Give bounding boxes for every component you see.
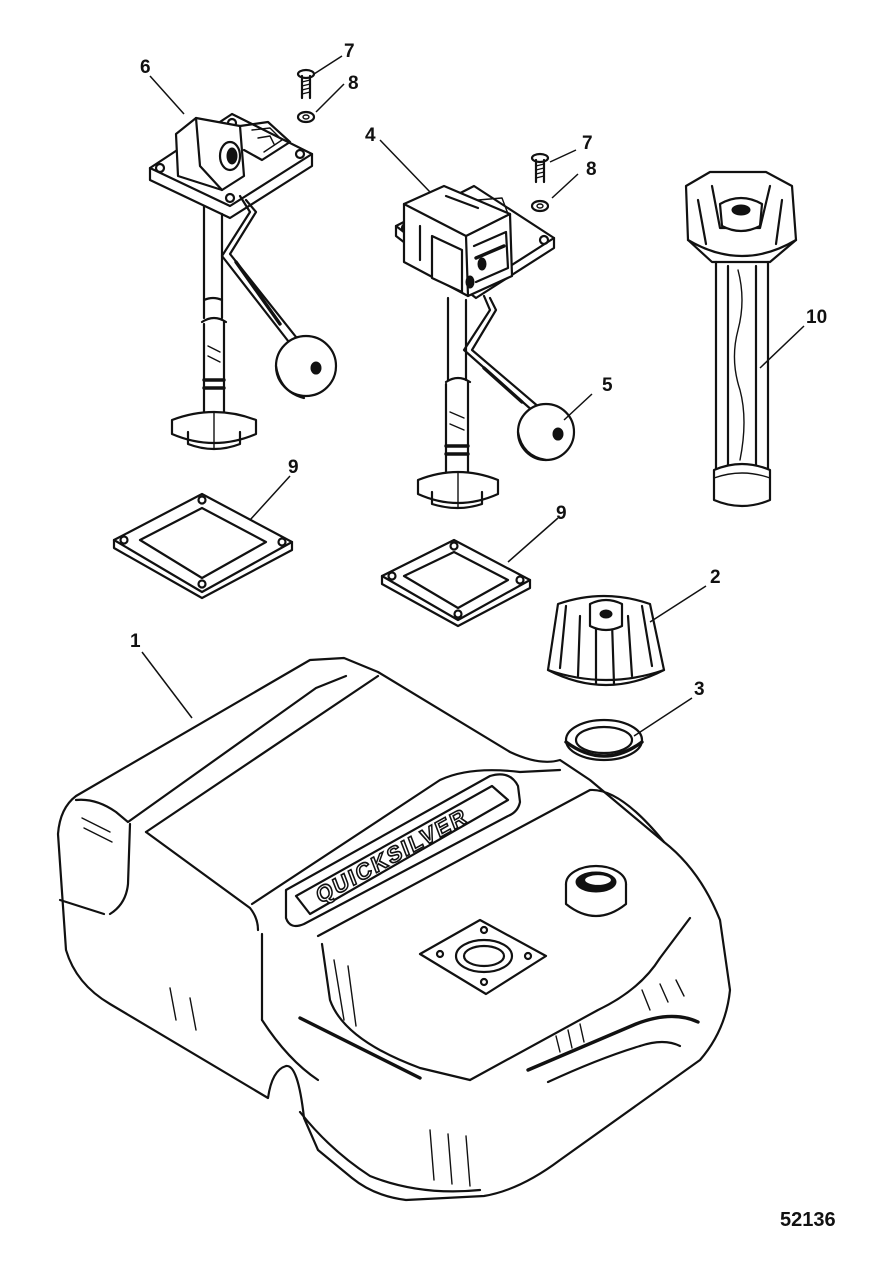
washer-8-left — [296, 110, 316, 124]
pickup-tube-10 — [684, 170, 798, 508]
gasket-9-left — [112, 492, 294, 600]
seal-ring-3 — [564, 718, 644, 762]
screw-7-center — [530, 152, 550, 184]
callout-10: 10 — [806, 307, 828, 328]
callout-4: 4 — [365, 125, 376, 146]
washer-8-center — [530, 199, 550, 213]
gasket-9-right — [380, 538, 532, 628]
callout-8-center: 8 — [586, 159, 597, 180]
callout-7-center: 7 — [582, 133, 593, 154]
cap-2 — [546, 594, 666, 687]
callout-9-left: 9 — [288, 457, 299, 478]
callout-1: 1 — [130, 631, 141, 652]
screw-7-left — [296, 68, 316, 100]
figure-number: 52136 — [780, 1209, 836, 1231]
callout-2: 2 — [710, 567, 721, 588]
fuel-sender-assembly-4 — [394, 184, 576, 510]
callout-8-left: 8 — [348, 73, 359, 94]
callout-6: 6 — [140, 57, 151, 78]
fuel-tank-1: QUICKSILVER — [56, 656, 732, 1202]
callout-3: 3 — [694, 679, 705, 700]
callout-9-right: 9 — [556, 503, 567, 524]
fuel-sender-assembly-6 — [148, 112, 338, 451]
callout-7-left: 7 — [344, 41, 355, 62]
leader-lines — [141, 55, 805, 737]
callout-5: 5 — [602, 375, 613, 396]
